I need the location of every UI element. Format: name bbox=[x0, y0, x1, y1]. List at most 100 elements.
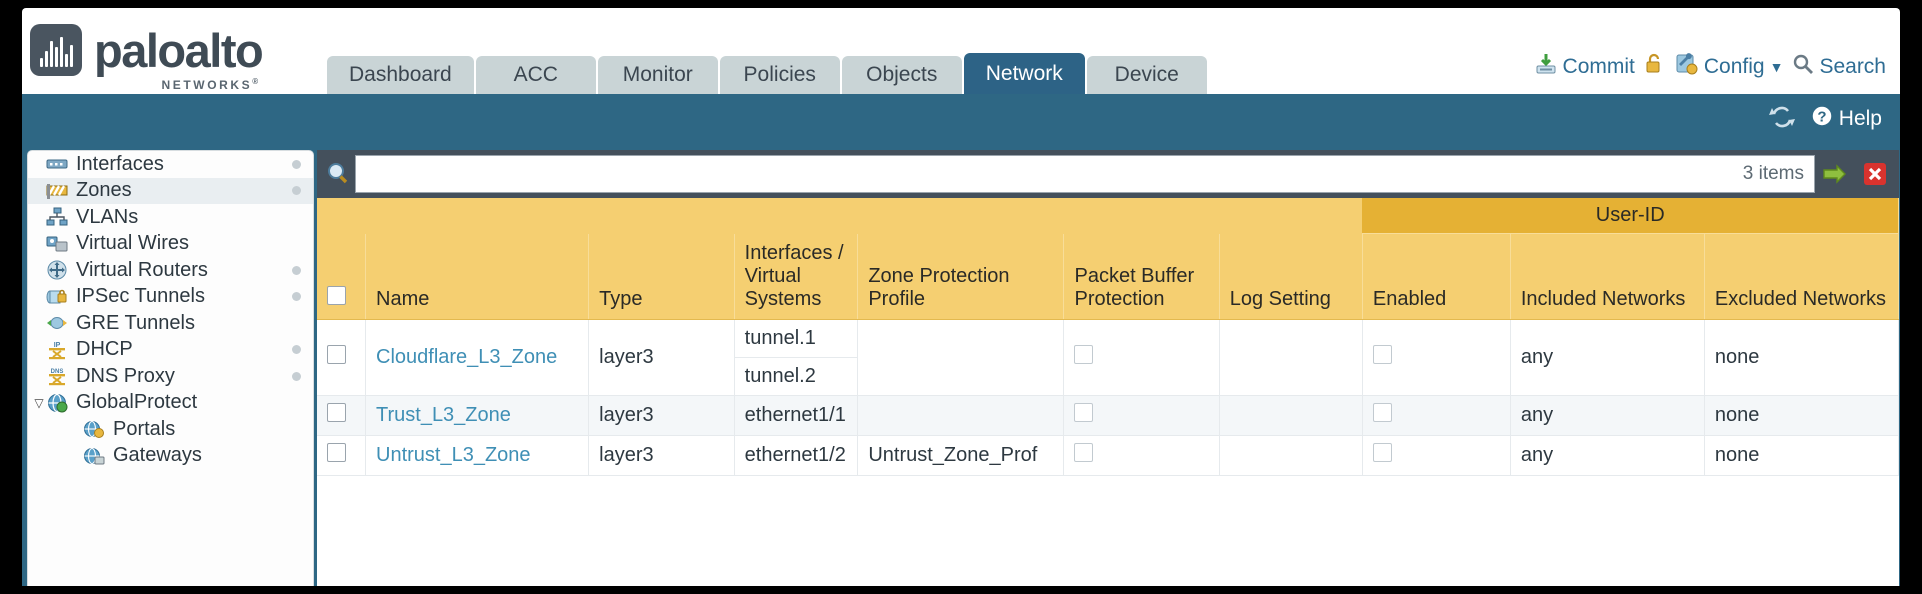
row-select-cell bbox=[317, 319, 366, 396]
sidebar-item-label: Zones bbox=[76, 179, 132, 202]
row-checkbox[interactable] bbox=[327, 344, 346, 364]
search-label: Search bbox=[1819, 55, 1886, 78]
expand-caret-icon[interactable]: ▽ bbox=[34, 395, 44, 410]
col-type[interactable]: Type bbox=[588, 233, 735, 320]
tab-device[interactable]: Device bbox=[1086, 56, 1207, 94]
help-button[interactable]: ? Help bbox=[1810, 104, 1882, 134]
sidebar-item-vlans[interactable]: VLANs bbox=[28, 204, 313, 231]
unlock-icon[interactable] bbox=[1644, 52, 1666, 82]
tab-network[interactable]: Network bbox=[963, 53, 1085, 94]
zone-name-link[interactable]: Untrust_L3_Zone bbox=[376, 443, 531, 466]
row-checkbox[interactable] bbox=[327, 402, 346, 422]
sidebar-item-interfaces[interactable]: Interfaces bbox=[28, 151, 313, 178]
cell-excluded-networks: none bbox=[1704, 435, 1900, 476]
commit-label: Commit bbox=[1562, 55, 1635, 78]
zones-table: User-ID Name Type Interfaces / Virtual S… bbox=[317, 198, 1900, 476]
col-included-networks[interactable]: Included Networks bbox=[1510, 233, 1705, 320]
search-input[interactable] bbox=[366, 162, 1735, 186]
row-checkbox[interactable] bbox=[327, 442, 346, 462]
cell-packet-buffer-protection bbox=[1063, 435, 1220, 476]
packet-buffer-protection-checkbox[interactable] bbox=[1074, 344, 1094, 364]
interface-entry: tunnel.2 bbox=[744, 364, 816, 387]
refresh-icon[interactable] bbox=[1768, 105, 1796, 134]
cell-type: layer3 bbox=[588, 319, 735, 396]
svg-text:DNS: DNS bbox=[51, 369, 64, 375]
sidebar-item-label: Interfaces bbox=[76, 152, 164, 175]
sidebar-item-gateways[interactable]: Gateways bbox=[28, 443, 313, 470]
col-enabled[interactable]: Enabled bbox=[1362, 233, 1511, 320]
filter-input-wrapper[interactable]: 3 items bbox=[355, 155, 1815, 193]
tab-objects[interactable]: Objects bbox=[841, 56, 962, 94]
sidebar-item-status-dot bbox=[292, 186, 301, 196]
cell-included-networks: any bbox=[1510, 395, 1705, 436]
row-select-cell bbox=[317, 395, 366, 436]
tab-policies[interactable]: Policies bbox=[719, 56, 840, 94]
select-all-checkbox[interactable] bbox=[327, 285, 346, 305]
cell-name[interactable]: Cloudflare_L3_Zone bbox=[365, 319, 590, 396]
select-all-header bbox=[317, 233, 366, 320]
col-packet-buffer-protection[interactable]: Packet Buffer Protection bbox=[1063, 233, 1220, 320]
sidebar-item-virtual-routers[interactable]: Virtual Routers bbox=[28, 257, 313, 284]
cell-name[interactable]: Untrust_L3_Zone bbox=[365, 435, 590, 476]
tab-dashboard[interactable]: Dashboard bbox=[327, 56, 474, 94]
search-magnifier-icon[interactable] bbox=[321, 161, 355, 187]
brand-tagline-text: NETWORKS bbox=[161, 78, 253, 92]
zones-icon bbox=[46, 181, 68, 201]
gateways-icon bbox=[83, 446, 105, 466]
interface-entry: tunnel.1 bbox=[734, 320, 858, 358]
cell-zone-protection-profile: Untrust_Zone_Prof bbox=[857, 435, 1065, 476]
col-excluded-networks[interactable]: Excluded Networks bbox=[1704, 233, 1900, 320]
brand-tagline: NETWORKS® bbox=[161, 77, 258, 92]
sidebar-item-virtual-wires[interactable]: Virtual Wires bbox=[28, 231, 313, 258]
chevron-down-icon: ▼ bbox=[1769, 59, 1784, 75]
sidebar-item-status-dot bbox=[292, 371, 301, 381]
cell-interfaces: ethernet1/1 bbox=[734, 395, 859, 436]
config-wrench-icon bbox=[1675, 52, 1699, 82]
packet-buffer-protection-checkbox[interactable] bbox=[1074, 442, 1094, 462]
commit-button[interactable]: Commit bbox=[1534, 52, 1635, 82]
tab-acc[interactable]: ACC bbox=[475, 56, 596, 94]
clear-filter-x-icon[interactable] bbox=[1855, 161, 1895, 187]
cell-zone-protection-profile bbox=[857, 319, 1065, 396]
sidebar-item-ipsec-tunnels[interactable]: IPSec Tunnels bbox=[28, 284, 313, 311]
col-log-setting[interactable]: Log Setting bbox=[1219, 233, 1363, 320]
tab-monitor[interactable]: Monitor bbox=[597, 56, 718, 94]
col-name[interactable]: Name bbox=[365, 233, 590, 320]
userid-enabled-checkbox[interactable] bbox=[1372, 442, 1392, 462]
cell-name[interactable]: Trust_L3_Zone bbox=[365, 395, 590, 436]
zone-name-link[interactable]: Trust_L3_Zone bbox=[376, 403, 511, 426]
packet-buffer-protection-checkbox[interactable] bbox=[1074, 402, 1094, 422]
zone-name-link[interactable]: Cloudflare_L3_Zone bbox=[376, 345, 558, 368]
paloalto-logo-icon bbox=[30, 24, 82, 76]
config-menu[interactable]: Config ▼ bbox=[1675, 52, 1784, 82]
sidebar-item-label: Virtual Wires bbox=[76, 232, 189, 255]
col-interfaces[interactable]: Interfaces / Virtual Systems bbox=[734, 233, 859, 320]
portals-icon bbox=[83, 419, 105, 439]
cell-included-networks: any bbox=[1510, 319, 1705, 396]
userid-enabled-checkbox[interactable] bbox=[1372, 402, 1392, 422]
user-id-group-header: User-ID bbox=[1362, 198, 1900, 234]
sidebar-item-zones[interactable]: Zones bbox=[28, 177, 313, 204]
virtual-routers-icon bbox=[46, 260, 68, 280]
sidebar-item-label: DHCP bbox=[76, 338, 133, 361]
cell-log-setting bbox=[1219, 319, 1363, 396]
cell-excluded-networks: none bbox=[1704, 319, 1900, 396]
col-zone-protection-profile[interactable]: Zone Protection Profile bbox=[857, 233, 1065, 320]
sidebar-item-gre-tunnels[interactable]: GRE Tunnels bbox=[28, 310, 313, 337]
sidebar-item-label: GlobalProtect bbox=[76, 391, 198, 414]
userid-enabled-checkbox[interactable] bbox=[1372, 344, 1392, 364]
help-label: Help bbox=[1838, 107, 1882, 130]
apply-filter-arrow-icon[interactable] bbox=[1815, 161, 1855, 187]
search-button[interactable]: Search bbox=[1792, 53, 1886, 81]
interfaces-icon bbox=[46, 154, 68, 174]
sidebar-item-label: Virtual Routers bbox=[76, 258, 208, 281]
sidebar-item-portals[interactable]: Portals bbox=[28, 416, 313, 443]
sidebar-item-globalprotect[interactable]: ▽ GlobalProtect bbox=[28, 390, 313, 417]
